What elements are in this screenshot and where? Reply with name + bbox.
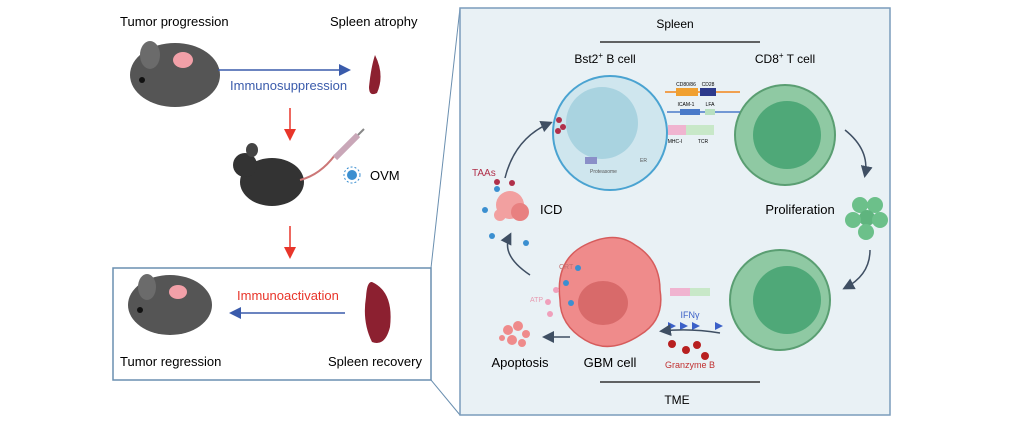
arrow xyxy=(504,121,553,179)
tcr-label: TCR xyxy=(698,139,709,145)
apoptotic-body-icon xyxy=(499,321,530,347)
b-cell-label: Bst2+ B cell xyxy=(574,51,635,66)
spleen-recovery-label: Spleen recovery xyxy=(328,354,422,369)
proliferating-t-cells-icon xyxy=(845,197,888,240)
atp-label: ATP xyxy=(530,297,543,304)
arrow xyxy=(500,232,531,276)
atp-dot xyxy=(545,299,551,305)
spleen-title: Spleen xyxy=(656,17,693,31)
granzyme-dots xyxy=(668,340,709,360)
crt-label: CRT xyxy=(559,264,574,271)
tumor-regression-label: Tumor regression xyxy=(120,354,221,369)
healthy-spleen-icon xyxy=(364,281,391,343)
cd28-label: CD28 xyxy=(702,82,715,88)
lfa-label: LFA xyxy=(706,102,716,108)
mouse-tumor-icon xyxy=(130,41,220,107)
connector-line xyxy=(430,379,461,416)
t-cell-spleen xyxy=(734,84,836,186)
b-cell xyxy=(552,75,668,191)
tcr xyxy=(690,288,710,296)
apoptosis-label: Apoptosis xyxy=(491,355,549,370)
cd80-label: CD80/86 xyxy=(676,82,696,88)
atrophic-spleen-icon xyxy=(369,55,381,95)
receptor-pairs xyxy=(665,88,740,135)
connector-line xyxy=(430,7,461,269)
er-label: ER xyxy=(640,158,647,164)
syringe-icon xyxy=(332,128,365,161)
proteasome-label: Proteasome xyxy=(590,169,617,175)
ifng-label: IFNγ xyxy=(681,310,700,320)
tme-title: TME xyxy=(664,393,689,407)
icam-label: ICAM-1 xyxy=(678,102,695,108)
immunosuppression-label: Immunosuppression xyxy=(230,78,347,93)
t-cell-tme xyxy=(729,249,831,351)
mhc-tcr-complex xyxy=(670,288,690,296)
gbm-cell xyxy=(558,236,662,348)
treatment-outcome-box xyxy=(112,267,432,381)
arrow xyxy=(844,129,873,178)
immunoactivation-label: Immunoactivation xyxy=(237,288,339,303)
atp-dot xyxy=(547,311,553,317)
granzyme-label: Granzyme B xyxy=(665,360,715,370)
t-cell-label: CD8+ T cell xyxy=(755,51,815,66)
icd-label: ICD xyxy=(540,202,562,217)
icd-debris-icon xyxy=(494,191,529,221)
proliferation-label: Proliferation xyxy=(765,202,834,217)
ovm-label: OVM xyxy=(370,168,400,183)
mechanism-panel xyxy=(459,7,891,416)
mouse-regression-icon xyxy=(128,274,212,335)
tumor-progression-label: Tumor progression xyxy=(120,14,229,29)
mhc-label: MHC-I xyxy=(668,139,682,145)
atp-dot xyxy=(553,287,559,293)
gbm-label: GBM cell xyxy=(584,355,637,370)
danger-signal-stars xyxy=(482,186,581,306)
mouse-treated-icon xyxy=(233,143,336,206)
taas-label: TAAs xyxy=(472,168,496,179)
arrow xyxy=(842,249,871,290)
taa-dots xyxy=(494,179,515,186)
virus-icon xyxy=(343,166,361,184)
arrow xyxy=(659,324,721,337)
spleen-atrophy-label: Spleen atrophy xyxy=(330,14,418,29)
